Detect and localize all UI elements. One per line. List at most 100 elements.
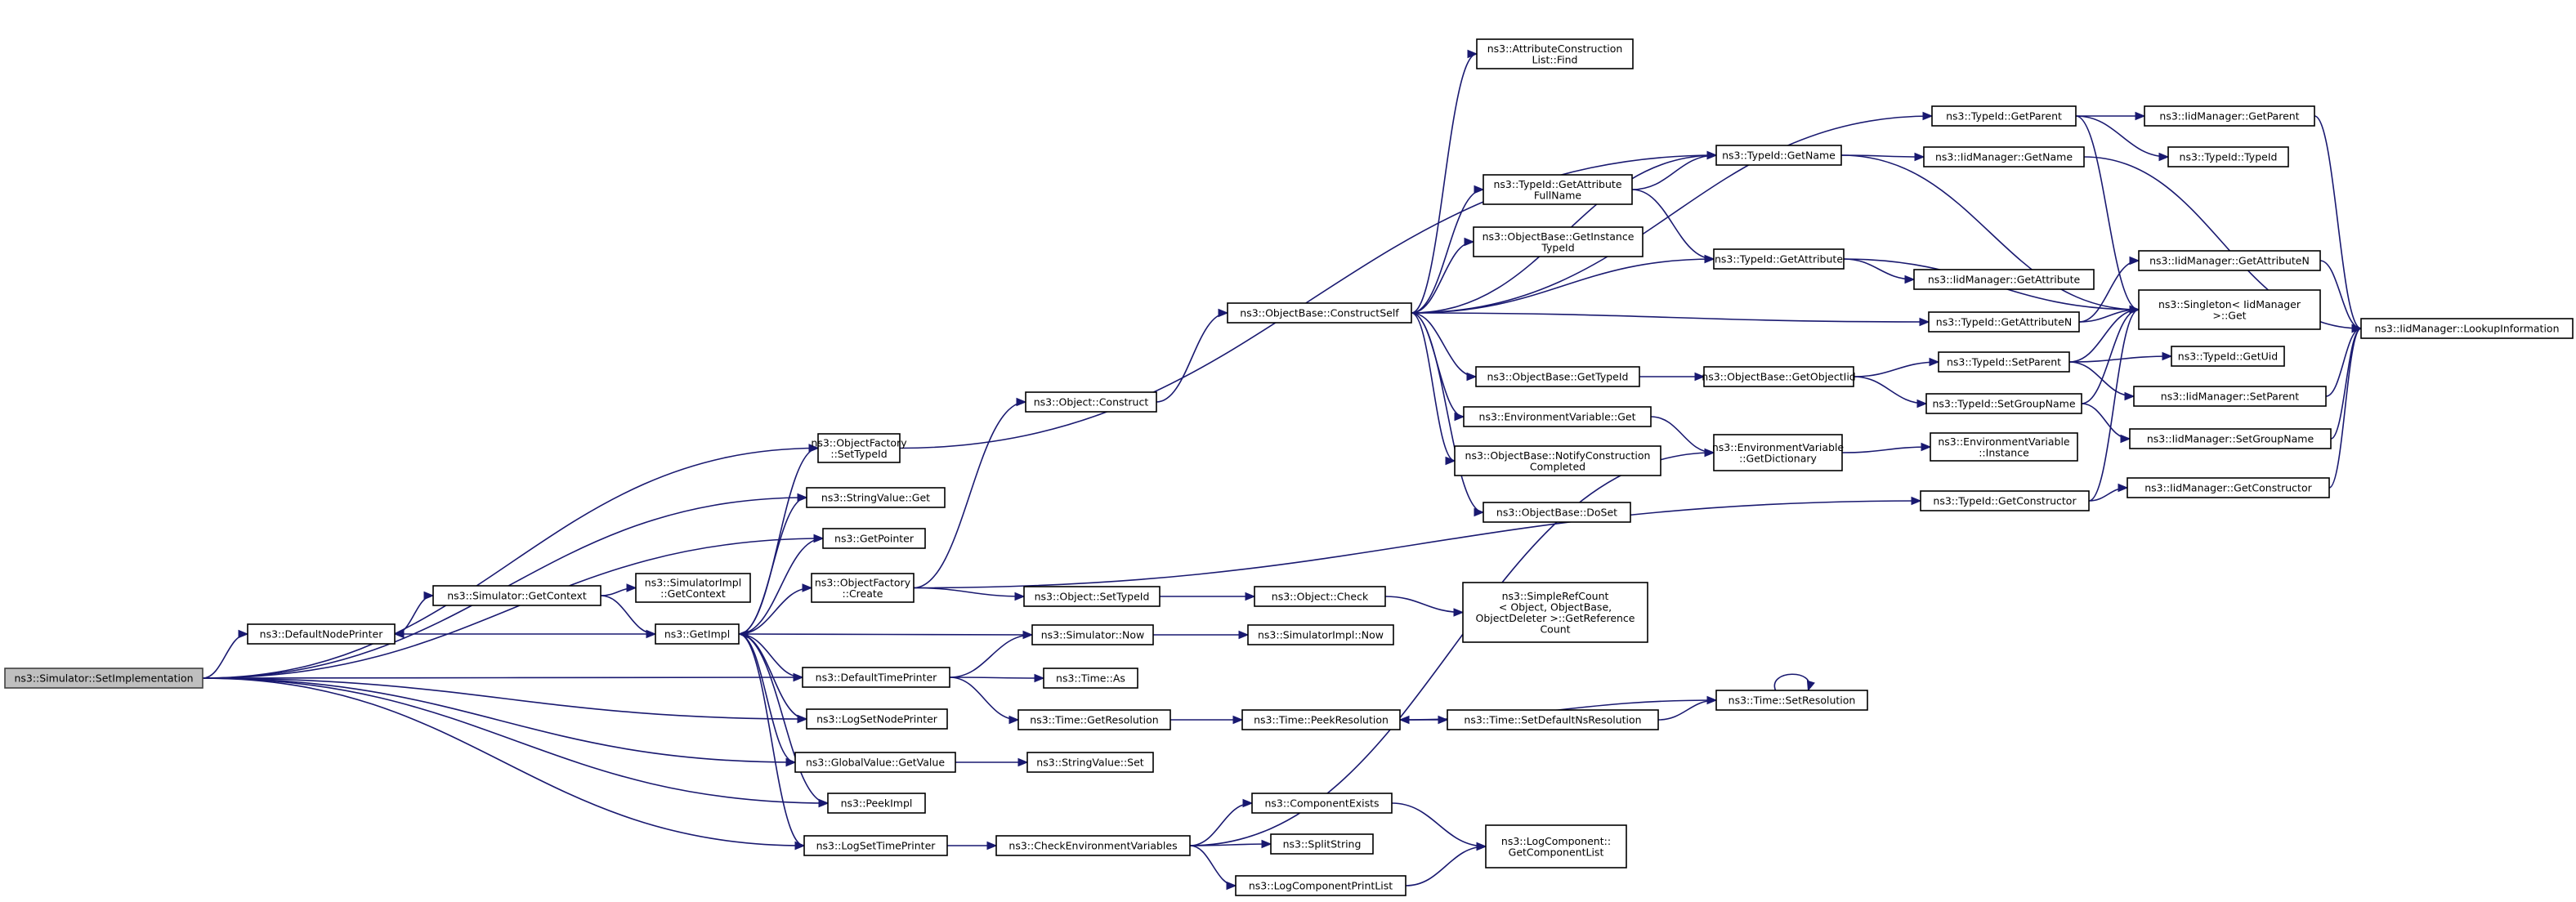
node-simple-ref-count[interactable]: ns3::SimpleRefCount< Object, ObjectBase,… — [1462, 582, 1648, 643]
node-typeid-typeid[interactable]: ns3::TypeId::TypeId — [2167, 146, 2289, 167]
node-component-exists[interactable]: ns3::ComponentExists — [1251, 793, 1393, 814]
node-time-setresolution[interactable]: ns3::Time::SetResolution — [1715, 690, 1868, 711]
node-box — [1485, 824, 1627, 869]
node-iidmanager-setgroupname[interactable]: ns3::IidManager::SetGroupName — [2129, 428, 2332, 449]
node-objectbase-doset[interactable]: ns3::ObjectBase::DoSet — [1483, 502, 1631, 523]
node-peekimpl[interactable]: ns3::PeekImpl — [827, 793, 926, 814]
node-globalvalue-getvalue[interactable]: ns3::GlobalValue::GetValue — [794, 752, 956, 773]
node-label: ns3::ObjectBase::GetObjectIid — [1702, 371, 1855, 383]
node-label: ns3::ObjectBase::NotifyConstruction — [1465, 449, 1651, 462]
node-iidmanager-getattribute[interactable]: ns3::IidManager::GetAttribute — [1913, 269, 2095, 290]
node-log-set-node-printer[interactable]: ns3::LogSetNodePrinter — [806, 708, 948, 730]
edge-objectbase-constructself-to-objectbase-doset — [1411, 312, 1485, 517]
node-objectbase-gettypeid[interactable]: ns3::ObjectBase::GetTypeId — [1475, 366, 1640, 387]
arrow-head-icon — [802, 583, 813, 592]
node-simimpl-getcontext[interactable]: ns3::SimulatorImpl::GetContext — [635, 573, 751, 603]
node-time-setdefaultnsresolution[interactable]: ns3::Time::SetDefaultNsResolution — [1447, 709, 1659, 730]
node-getimpl[interactable]: ns3::GetImpl — [655, 623, 740, 645]
node-of-create[interactable]: ns3::ObjectFactory::Create — [811, 573, 915, 603]
node-object-settypeid[interactable]: ns3::Object::SetTypeId — [1023, 586, 1161, 607]
edge-line — [738, 633, 796, 763]
node-typeid-setgroupname[interactable]: ns3::TypeId::SetGroupName — [1925, 393, 2082, 414]
node-singleton-get[interactable]: ns3::Singleton< IidManager >::Get — [2138, 289, 2321, 330]
node-label: Count — [1540, 623, 1570, 635]
node-label: TypeId — [1541, 241, 1574, 253]
node-objectbase-notifyconstructioncompleted[interactable]: ns3::ObjectBase::NotifyConstructionCompl… — [1454, 445, 1661, 476]
node-log-set-time-printer[interactable]: ns3::LogSetTimePrinter — [803, 835, 948, 856]
edge-iidmanager-getparent-to-iidmanager-lookupinformation — [2314, 115, 2363, 333]
edge-line — [1189, 843, 1272, 846]
arrow-head-icon — [818, 798, 830, 808]
node-envvar-instance[interactable]: ns3::EnvironmentVariable::Instance — [1930, 432, 2078, 462]
node-time-as[interactable]: ns3::Time::As — [1043, 668, 1138, 689]
node-label: ns3::ObjectBase::ConstructSelf — [1240, 307, 1399, 319]
node-box — [811, 573, 915, 603]
node-typeid-getuid[interactable]: ns3::TypeId::GetUid — [2171, 346, 2285, 367]
node-box — [2138, 250, 2321, 271]
node-default-time-printer[interactable]: ns3::DefaultTimePrinter — [802, 667, 950, 688]
node-box — [1462, 582, 1648, 643]
node-envvar-get[interactable]: ns3::EnvironmentVariable::Get — [1463, 406, 1652, 427]
arrow-head-icon — [626, 583, 637, 592]
node-check-env-vars[interactable]: ns3::CheckEnvironmentVariables — [995, 835, 1191, 856]
node-stringvalue-get[interactable]: ns3::StringValue::Get — [806, 487, 946, 508]
node-box — [803, 835, 948, 856]
node-iidmanager-lookupinformation[interactable]: ns3::IidManager::LookupInformation — [2360, 318, 2574, 339]
node-simulator-now[interactable]: ns3::Simulator::Now — [1031, 624, 1154, 645]
node-iidmanager-getparent[interactable]: ns3::IidManager::GetParent — [2144, 105, 2315, 127]
node-set-impl[interactable]: ns3::Simulator::SetImplementation — [4, 668, 203, 689]
edge-iidmanager-setgroupname-to-iidmanager-lookupinformation — [2330, 324, 2363, 440]
node-default-node-printer[interactable]: ns3::DefaultNodePrinter — [247, 623, 396, 645]
node-time-peekresolution[interactable]: ns3::Time::PeekResolution — [1241, 709, 1401, 730]
node-label: ns3::Time::As — [1056, 672, 1125, 685]
edge-sim-getcontext-to-simimpl-getcontext — [600, 583, 637, 596]
node-label: ns3::DefaultTimePrinter — [816, 672, 938, 684]
node-log-component-print-list[interactable]: ns3::LogComponentPrintList — [1235, 875, 1407, 896]
node-object-check[interactable]: ns3::Object::Check — [1254, 586, 1386, 607]
node-stringvalue-set[interactable]: ns3::StringValue::Set — [1026, 752, 1154, 773]
node-split-string[interactable]: ns3::SplitString — [1270, 833, 1374, 855]
arrow-head-icon — [2118, 483, 2129, 493]
node-simimpl-now[interactable]: ns3::SimulatorImpl::Now — [1247, 624, 1394, 645]
node-iidmanager-getattributen[interactable]: ns3::IidManager::GetAttributeN — [2138, 250, 2321, 271]
edge-getimpl-to-getpointer — [738, 534, 825, 635]
node-iidmanager-getconstructor[interactable]: ns3::IidManager::GetConstructor — [2127, 477, 2330, 498]
node-box — [1920, 490, 2090, 511]
node-typeid-getconstructor[interactable]: ns3::TypeId::GetConstructor — [1920, 490, 2090, 511]
node-object-construct[interactable]: ns3::Object::Construct — [1025, 391, 1157, 413]
edge-check-env-vars-to-component-exists — [1189, 798, 1254, 846]
node-label: ::GetContext — [660, 587, 726, 600]
node-label: List::Find — [1532, 53, 1578, 65]
node-objectbase-constructself[interactable]: ns3::ObjectBase::ConstructSelf — [1227, 302, 1412, 324]
edge-object-settypeid-to-object-check — [1160, 592, 1256, 601]
node-typeid-getname[interactable]: ns3::TypeId::GetName — [1715, 145, 1842, 166]
edge-log-set-time-printer-to-check-env-vars — [947, 841, 998, 851]
node-box — [2144, 105, 2315, 127]
node-of-settypeid[interactable]: ns3::ObjectFactory::SetTypeId — [811, 433, 907, 463]
node-box — [1247, 624, 1394, 645]
edge-line — [2075, 115, 2140, 310]
node-time-getresolution[interactable]: ns3::Time::GetResolution — [1017, 709, 1171, 730]
node-envvar-getdictionary[interactable]: ns3::EnvironmentVariable::GetDictionary — [1712, 434, 1845, 471]
node-typeid-getparent[interactable]: ns3::TypeId::GetParent — [1931, 105, 2077, 127]
edge-objectbase-constructself-to-typeid-getattributen — [1411, 312, 1930, 327]
node-sim-getcontext[interactable]: ns3::Simulator::GetContext — [432, 585, 602, 606]
node-iidmanager-getname[interactable]: ns3::IidManager::GetName — [1923, 146, 2085, 167]
arrow-head-icon — [797, 493, 808, 502]
node-getpointer[interactable]: ns3::GetPointer — [822, 528, 926, 549]
node-label: ns3::LogSetTimePrinter — [816, 840, 937, 852]
node-box — [822, 528, 926, 549]
edge-line — [2328, 328, 2362, 489]
node-logcomponent-getcomponentlist[interactable]: ns3::LogComponent::GetComponentList — [1485, 824, 1627, 869]
node-typeid-getattribute[interactable]: ns3::TypeId::GetAttribute — [1713, 248, 1845, 270]
edge-line — [1631, 189, 1715, 260]
node-iidmanager-setparent[interactable]: ns3::IidManager::SetParent — [2133, 386, 2327, 407]
edge-line — [738, 587, 812, 635]
edge-line — [2088, 309, 2140, 502]
node-typeid-getattributen[interactable]: ns3::TypeId::GetAttributeN — [1928, 311, 2080, 333]
node-typeid-setparent[interactable]: ns3::TypeId::SetParent — [1938, 351, 2070, 373]
node-objectbase-getobjectiid[interactable]: ns3::ObjectBase::GetObjectIid — [1702, 366, 1856, 387]
